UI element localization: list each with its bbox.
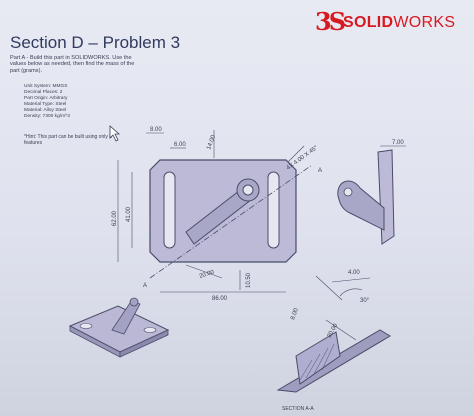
side-view: 7.00 (337, 140, 406, 245)
dim-chamfer: 4X 4.00 X 45° (286, 145, 320, 172)
spec-item: Unit System: MMGS (24, 84, 68, 89)
right-slot (267, 171, 280, 249)
spec-list: Unit System: MMGS Decimal Places: 2 Part… (24, 84, 70, 120)
spec-item: Density: 7300 kg/m^3 (24, 114, 70, 119)
ds-logo-icon: 3S (315, 7, 346, 36)
dim-base-width: 86.00 (212, 296, 228, 302)
instructions-text: Part A - Build this part in SOLIDWORKS. … (10, 55, 135, 74)
view-label-a2: A (318, 168, 322, 174)
dim-base-thickness: 10.50 (246, 272, 252, 288)
solidworks-logo: 3S SOLIDWORKS (315, 10, 465, 36)
spec-item: Material: Alloy Steel (24, 108, 67, 113)
hint-text: *Hint: This part can be built using only… (24, 134, 113, 146)
section-view: 4.00 8.00 20.00 30° SECTION A-A (276, 270, 391, 412)
dim-height-overall: 62.00 (112, 210, 118, 226)
dim-section-length: 4.00 (348, 270, 360, 276)
dim-slot-offset: 6.00 (174, 142, 186, 148)
dim-angled-length: 20.00 (199, 269, 216, 280)
dim-height-slot: 41.00 (126, 206, 132, 222)
dim-section-thickness: 8.00 (290, 307, 300, 321)
side-plate (377, 149, 395, 245)
front-view: A A (143, 159, 322, 289)
section-hatch (299, 343, 335, 381)
dim-slot-width: 8.00 (150, 127, 162, 133)
section-label: SECTION A-A (282, 406, 314, 412)
page-title: Section D – Problem 3 (10, 33, 181, 52)
iso-bracket (111, 299, 141, 335)
spec-item: Material Type: Steel (24, 102, 67, 107)
section-bracket (295, 331, 341, 385)
left-slot (163, 171, 176, 249)
dim-boss: 14.00 (206, 134, 217, 151)
isometric-view (68, 297, 170, 358)
mouse-cursor-icon (109, 125, 121, 142)
iso-slot-right (143, 327, 157, 333)
dim-section-angle: 30° (360, 298, 370, 304)
iso-boss (129, 297, 139, 307)
side-hole (343, 187, 353, 197)
view-label-a1: A (143, 283, 147, 289)
side-bracket (337, 180, 385, 231)
iso-base-front (119, 329, 169, 358)
boss-hole (242, 184, 254, 196)
spec-item: Part Origin: Arbitrary (24, 96, 68, 101)
spec-item: Decimal Places: 2 (24, 90, 63, 95)
dim-section-depth: 20.00 (327, 322, 340, 339)
dim-side-top: 7.00 (392, 140, 404, 146)
brand-name: SOLIDWORKS (343, 14, 456, 31)
iso-slot-left (79, 323, 93, 329)
dimension-lines (117, 130, 305, 293)
section-dim-lines (315, 275, 371, 341)
